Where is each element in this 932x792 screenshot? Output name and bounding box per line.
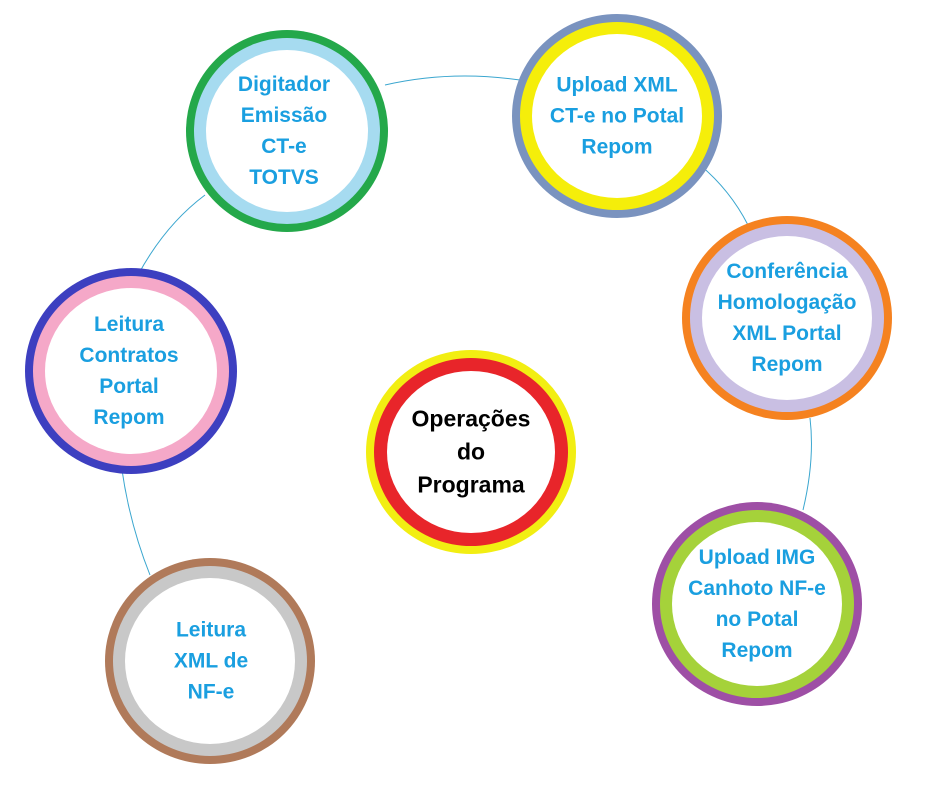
node-label-line: TOTVS (249, 166, 319, 189)
node-digitador-body (206, 50, 368, 212)
connector-digitador-upload (384, 75, 521, 86)
connector-digitador-contratos (137, 194, 206, 276)
node-label-line: Repom (751, 353, 823, 376)
node-label-line: Portal (99, 375, 159, 398)
node-label-line: XML de (173, 649, 249, 673)
node-label-line: NF-e (187, 680, 235, 704)
node-label-line: Conferência (726, 260, 848, 283)
node-label-line: CT-e (261, 135, 307, 158)
node-label-line: Digitador (237, 73, 331, 96)
center-node-body (387, 371, 555, 533)
node-label-line: Upload XML (556, 73, 678, 97)
node-leitura-xml: Leitura XML de NF-e (105, 558, 315, 764)
center-label-line: Operações (411, 405, 531, 432)
connector-conferencia-uploadimg (802, 417, 812, 511)
node-upload-img: Upload IMG Canhoto NF-e no Potal Repom (652, 502, 862, 706)
center-label: Operações do Programa (366, 403, 576, 502)
connector-upload-conferencia (699, 164, 749, 226)
node-label-line: Contratos (79, 344, 179, 367)
node-upload-xml: Upload XML CT-e no Potal Repom (512, 14, 722, 218)
node-label-line: Leitura (93, 313, 164, 336)
node-upload-img-body (672, 522, 842, 686)
node-conferencia: Conferência Homologação XML Portal Repom (682, 216, 892, 420)
node-conferencia-label: Conferência Homologação XML Portal Repom (682, 256, 892, 380)
center-node: Operações do Programa (366, 350, 576, 554)
node-label-line: Emissão (240, 104, 328, 127)
node-conferencia-body (702, 236, 872, 400)
node-label-line: no Potal (715, 608, 799, 631)
node-leitura-contratos: Leitura Contratos Portal Repom (25, 268, 237, 474)
node-label-line: Upload IMG (698, 546, 816, 569)
node-leitura-xml-label: Leitura XML de NF-e (107, 615, 315, 708)
node-label-line: CT-e no Potal (549, 104, 685, 128)
node-label-line: Repom (721, 639, 793, 662)
node-label-line: Repom (581, 135, 653, 159)
node-upload-xml-label: Upload XML CT-e no Potal Repom (512, 70, 722, 163)
node-label-line: XML Portal (732, 322, 842, 345)
node-digitador: Digitador Emissão CT-e TOTVS (186, 30, 388, 232)
node-label-line: Repom (93, 406, 165, 429)
node-leitura-xml-body (125, 578, 295, 744)
node-digitador-label: Digitador Emissão CT-e TOTVS (180, 69, 388, 193)
node-label-line: Canhoto NF-e (688, 577, 826, 600)
node-label-line: Homologação (717, 291, 857, 314)
node-leitura-contratos-body (45, 288, 217, 454)
node-upload-xml-body (532, 34, 702, 198)
node-upload-img-label: Upload IMG Canhoto NF-e no Potal Repom (652, 542, 862, 666)
node-leitura-contratos-label: Leitura Contratos Portal Repom (21, 309, 237, 433)
connector-contratos-leituraxml (121, 469, 151, 576)
center-label-line: do (456, 438, 486, 465)
node-label-line: Leitura (175, 618, 246, 642)
center-label-line: Programa (417, 471, 525, 498)
